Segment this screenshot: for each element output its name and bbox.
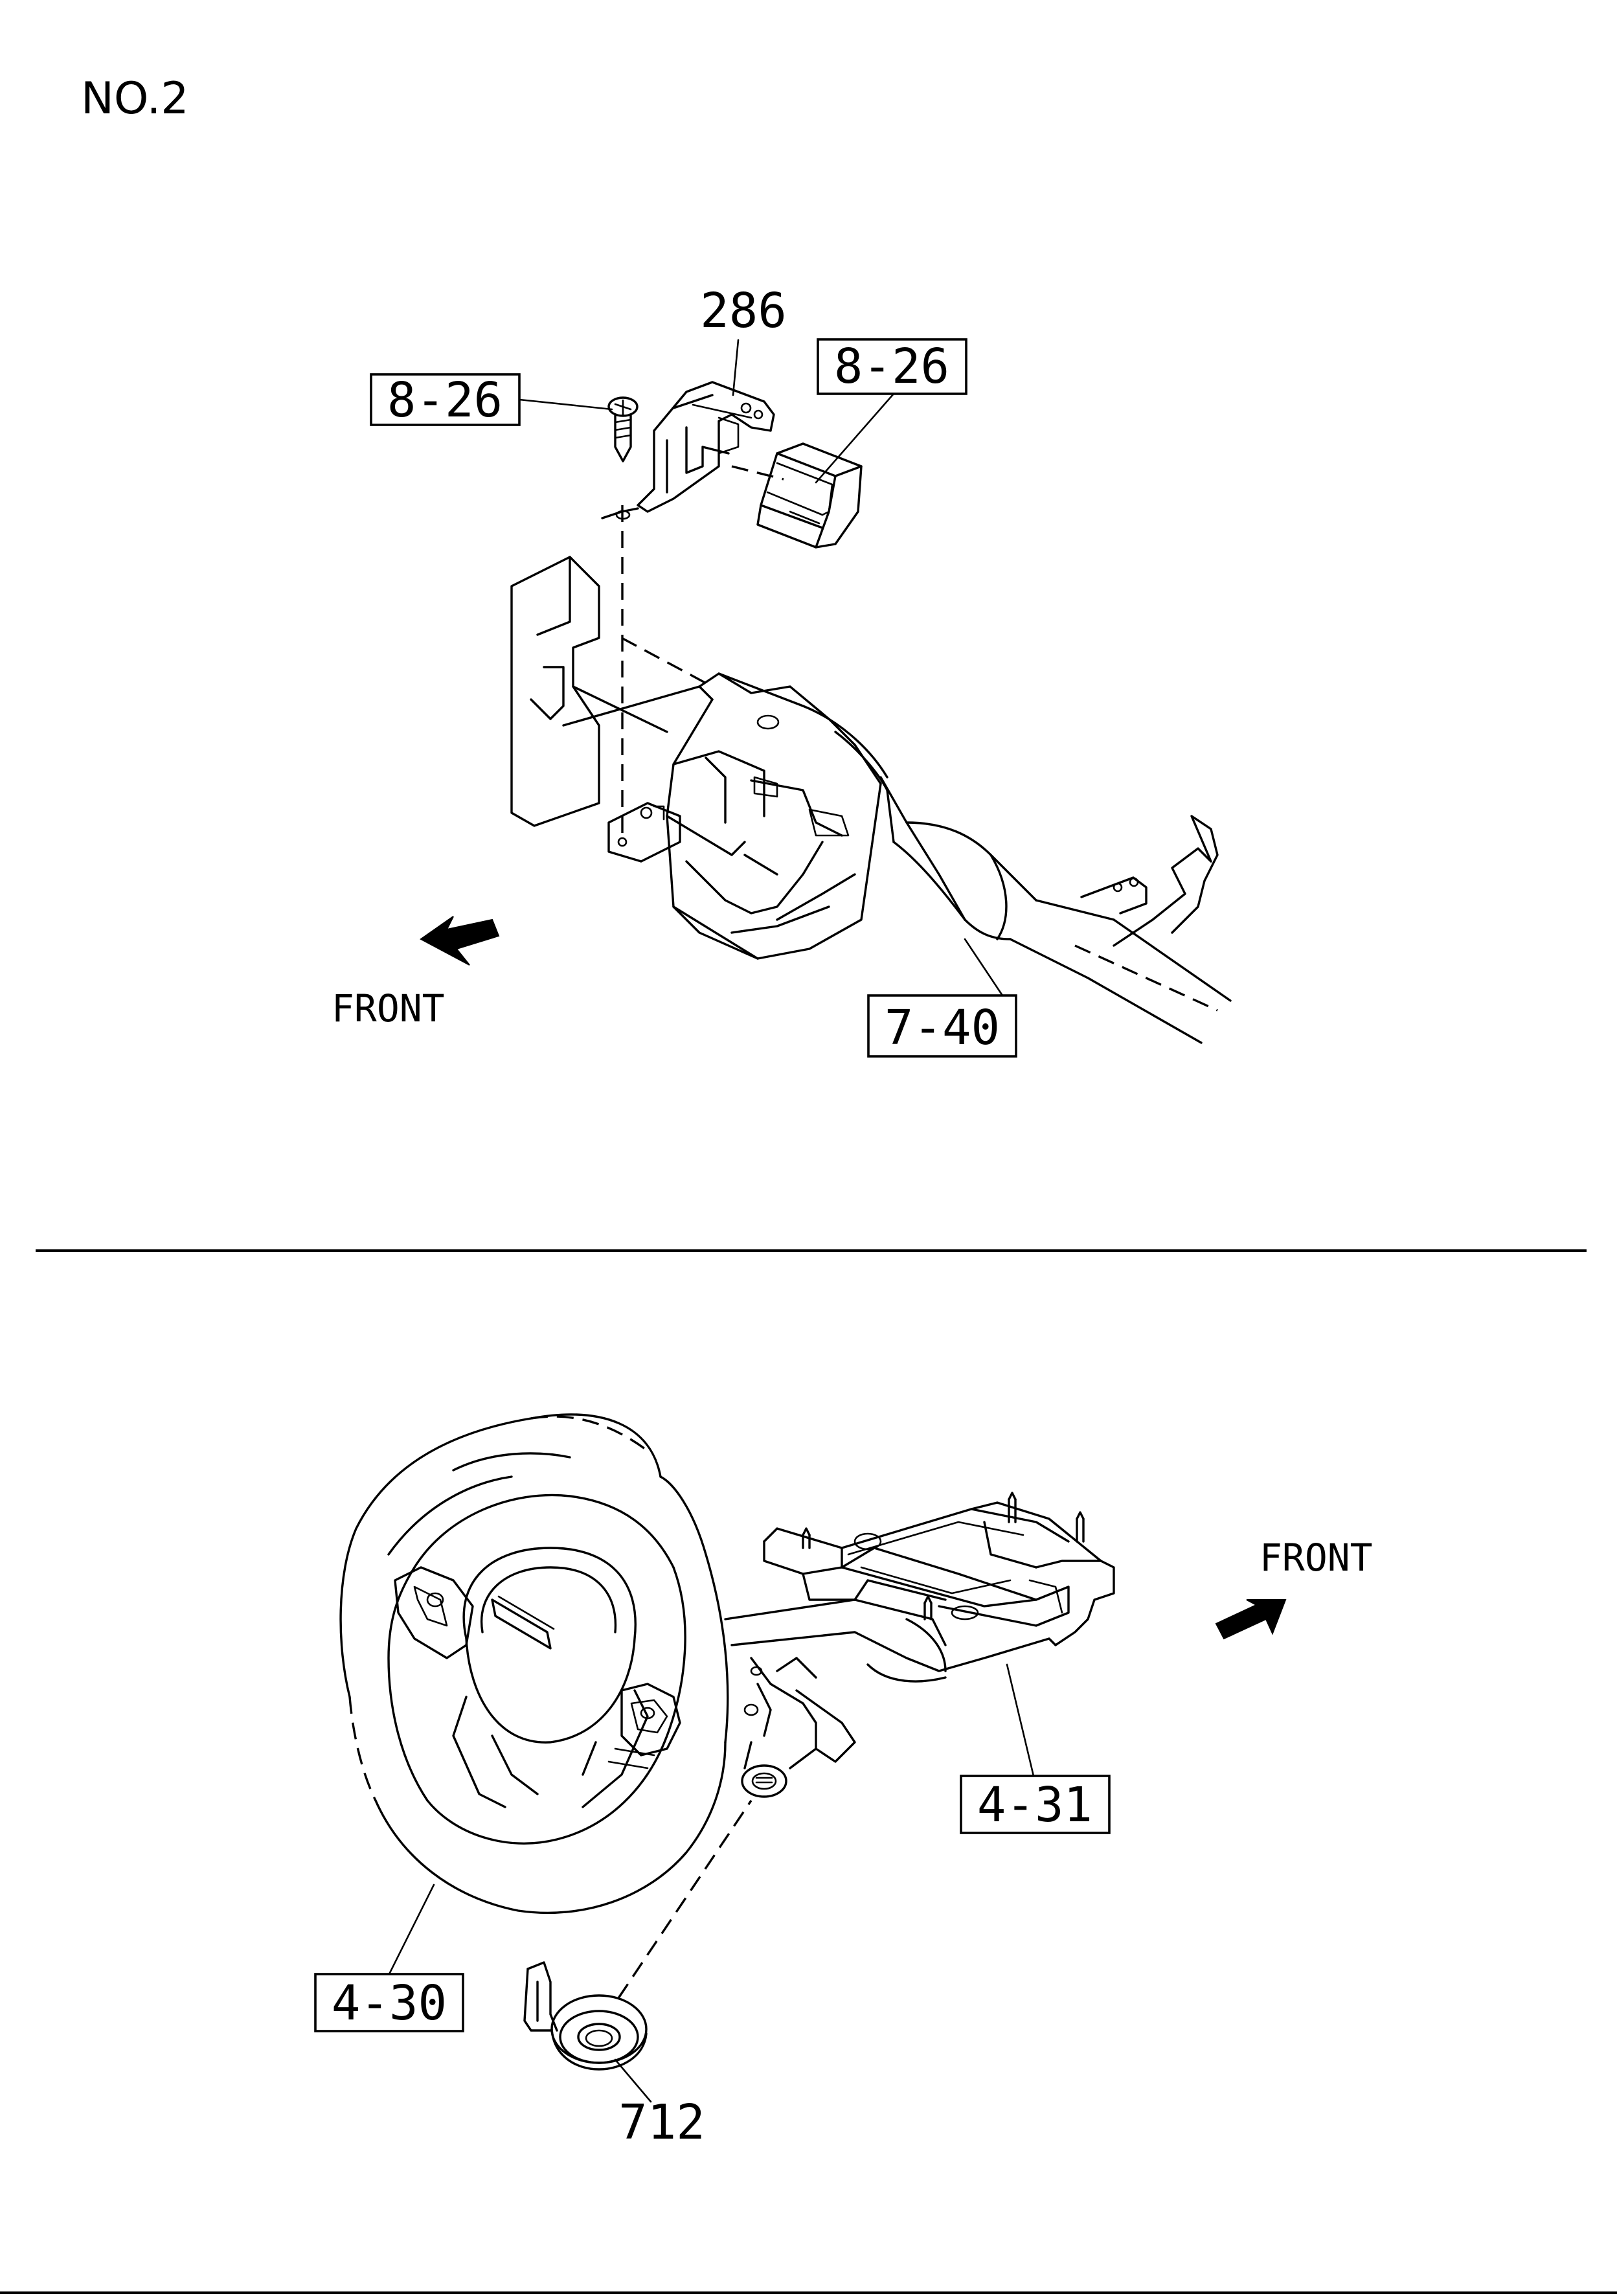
- steering-wheel: [339, 1413, 729, 1915]
- callout-7-40: 7-40: [867, 994, 1017, 1058]
- front-label-bottom: FRONT: [1260, 1536, 1373, 1580]
- steering-column-beam: [510, 556, 1232, 1044]
- callout-8-26-right: 8-26: [817, 338, 967, 395]
- front-arrow-icon: [420, 916, 500, 966]
- top-leaders: [518, 339, 1004, 997]
- svg-text:7-40: 7-40: [885, 1000, 1000, 1056]
- steering-column-4-31: [724, 1492, 1115, 1798]
- front-label-top: FRONT: [332, 986, 445, 1030]
- callout-286: 286: [700, 283, 787, 339]
- top-assembly: 8-26 286 8-26 7-40 FRONT: [332, 283, 1232, 1058]
- svg-text:8-26: 8-26: [834, 339, 949, 394]
- coil-path: [617, 1800, 752, 1999]
- clock-spring-712: [523, 1961, 648, 2071]
- callout-4-30: 4-30: [314, 1973, 464, 2032]
- callout-712: 712: [618, 2095, 705, 2150]
- front-arrow-icon: [1215, 1599, 1287, 1640]
- bottom-assembly: 4-30 4-31 712 FRONT: [314, 1413, 1373, 2150]
- svg-text:8-26: 8-26: [387, 372, 503, 428]
- bottom-leaders: [387, 1663, 1035, 2103]
- module-path: [731, 465, 784, 481]
- svg-text:4-31: 4-31: [977, 1777, 1092, 1833]
- bracket-286: [601, 381, 775, 519]
- callout-4-31: 4-31: [960, 1775, 1111, 1834]
- screw-icon: [607, 396, 639, 520]
- control-module: [756, 442, 863, 549]
- svg-text:4-30: 4-30: [332, 1975, 447, 2031]
- callout-8-26-left: 8-26: [370, 372, 521, 428]
- page-title: NO.2: [81, 73, 189, 124]
